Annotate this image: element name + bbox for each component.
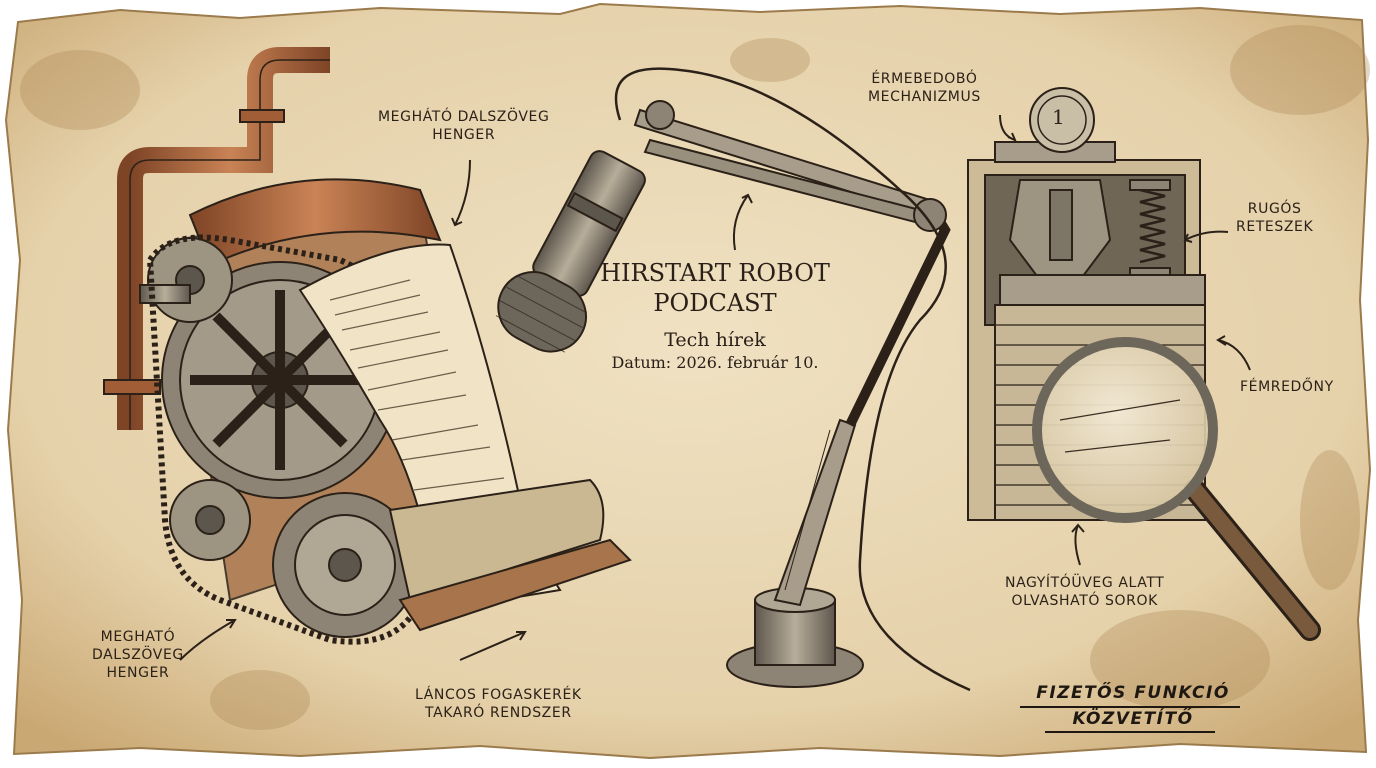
title-line-1: HIRSTART ROBOT <box>600 259 830 287</box>
drive-chain <box>146 234 444 645</box>
label-chain: LÁNCOS FOGASKERÉK TAKARÓ RENDSZER <box>415 686 582 722</box>
lyrics-cylinder-machine <box>103 47 632 645</box>
title-line-2: PODCAST <box>653 289 777 317</box>
aging-stains <box>20 25 1370 730</box>
coin-value: 1 <box>1052 105 1066 129</box>
label-coin: ÉRMEBEDOBÓ MECHANIZMUS <box>868 70 981 106</box>
elbow-joint <box>913 198 947 232</box>
top-roller <box>188 178 442 267</box>
label-line: LÁNCOS FOGASKERÉK <box>415 687 582 703</box>
label-line: NAGYÍTÓÜVEG ALATT <box>1005 575 1165 591</box>
label-shutter: FÉMREDŐNY <box>1240 378 1334 396</box>
podcast-title: HIRSTART ROBOT PODCAST Tech hírek Datum:… <box>590 258 840 374</box>
paid-feature-label: FIZETŐS FUNKCIÓ KÖZVETÍTŐ <box>1018 680 1248 732</box>
label-line: KÖZVETÍTŐ <box>1072 709 1194 729</box>
label-line: FÉMREDŐNY <box>1240 379 1334 395</box>
label-lyrics-bottom: MEGHATÓ DALSZÖVEG HENGER <box>92 628 184 682</box>
label-line: RETESZEK <box>1236 219 1314 235</box>
mic-cable <box>614 67 971 692</box>
title-arrow <box>732 193 753 251</box>
label-line: TAKARÓ RENDSZER <box>425 705 572 721</box>
label-line: MECHANIZMUS <box>868 89 981 105</box>
label-line: RUGÓS <box>1247 201 1302 217</box>
microphone-stand <box>495 67 971 692</box>
label-line: MEGHÁTÓ DALSZÖVEG <box>378 109 550 125</box>
label-springs: RUGÓS RETESZEK <box>1236 200 1313 236</box>
label-line: HENGER <box>106 665 170 681</box>
callout-arrows <box>179 114 1251 661</box>
label-line: OLVASHATÓ SOROK <box>1011 593 1158 609</box>
label-line: FIZETŐS FUNKCIÓ <box>1036 683 1230 703</box>
paid-underline <box>1045 731 1215 733</box>
label-line: DALSZÖVEG <box>92 647 184 663</box>
output-tray <box>398 538 632 632</box>
podcast-subtitle: Tech hírek <box>664 329 766 351</box>
microphone-icon <box>495 150 646 353</box>
podcast-date: Datum: 2026. február 10. <box>611 353 819 372</box>
label-line: HENGER <box>432 127 496 143</box>
bottom-roller <box>388 478 605 602</box>
label-magnifier: NAGYÍTÓÜVEG ALATT OLVASHATÓ SOROK <box>1005 574 1164 610</box>
spring <box>1139 188 1166 264</box>
magnifying-glass-icon <box>1032 337 1321 641</box>
coin-icon <box>1029 87 1095 153</box>
label-line: ÉRMEBEDOBÓ <box>871 71 978 87</box>
paid-underline <box>1020 706 1240 708</box>
label-lyrics-top: MEGHÁTÓ DALSZÖVEG HENGER <box>378 108 549 144</box>
label-line: MEGHATÓ <box>100 629 176 645</box>
paywall-device <box>967 87 1321 641</box>
